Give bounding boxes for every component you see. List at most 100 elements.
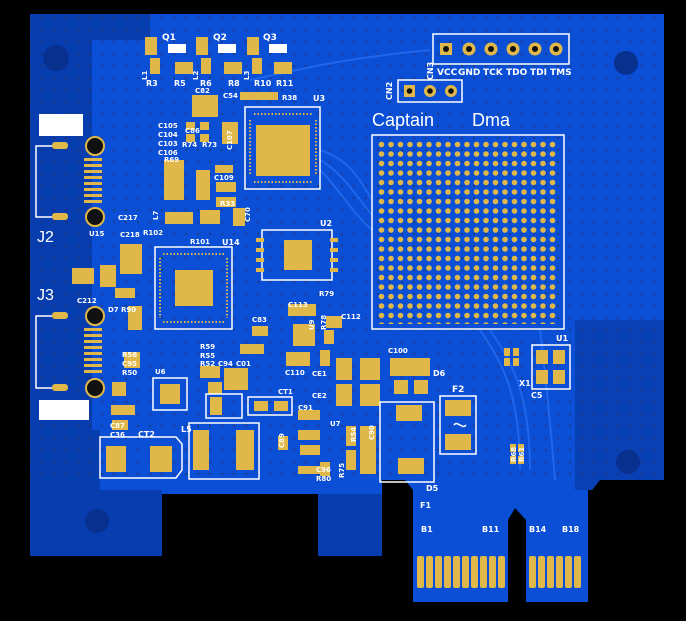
r59-label: R59 <box>200 343 215 351</box>
regulator-area <box>200 304 342 394</box>
mounting-hole-bottom-left <box>85 509 109 533</box>
c218-label: C218 <box>120 231 140 239</box>
cn2-outline <box>397 79 463 103</box>
j3-hole-bottom <box>85 378 105 398</box>
ct1-pad-a <box>210 397 222 415</box>
ground-pour-bottom-mid <box>318 494 382 556</box>
u3-label: U3 <box>313 94 325 103</box>
board-title-left: Captain <box>372 110 434 130</box>
j3-tab-top <box>52 312 68 319</box>
r79-label: R79 <box>319 290 334 298</box>
j3-label: J3 <box>37 287 54 304</box>
ct1-pad-b <box>254 401 268 411</box>
x1-pads <box>504 348 565 464</box>
ct1-pad-c <box>274 401 288 411</box>
c217-label: C217 <box>118 214 138 222</box>
x1-outline <box>531 344 571 390</box>
power-caps <box>278 358 430 476</box>
q2-label: Q2 <box>213 33 227 43</box>
ct2-pad-left <box>106 446 126 472</box>
cn3-pin-gnd: GND <box>458 68 480 78</box>
u3-pads <box>249 113 317 183</box>
cn2-label: CN2 <box>385 82 394 100</box>
cn3-pin-tdo: TDO <box>506 68 528 78</box>
r78-label: R78 <box>320 315 328 330</box>
d6-label: D6 <box>433 369 446 378</box>
c104-label: C104 <box>158 131 178 139</box>
r68-label: R68 <box>510 447 518 462</box>
u2-pad <box>284 240 312 270</box>
j2-hole-top <box>85 136 105 156</box>
cn3-pins <box>440 42 563 56</box>
ct2-pad-right <box>150 446 172 472</box>
d5-pad-bottom <box>398 458 424 474</box>
r6-label: R6 <box>200 79 212 88</box>
j2-outline <box>35 145 60 218</box>
c89-label: C89 <box>278 433 286 448</box>
c70-label: C70 <box>244 207 252 222</box>
c54-pad <box>240 92 278 100</box>
c86-label: C86 <box>185 127 200 135</box>
c107-label: C107 <box>226 130 234 150</box>
cn3-outline <box>432 33 570 65</box>
l5-pad-right <box>236 430 254 470</box>
cn3-pin-tck: TCK <box>483 68 504 78</box>
r54-label: R54 <box>350 427 358 442</box>
pcie-edge-fingers <box>417 556 581 588</box>
r80-label: R80 <box>316 475 331 483</box>
l2-label: L2 <box>192 71 200 80</box>
d5-label: D5 <box>426 484 439 493</box>
j3-outline <box>35 315 60 389</box>
u6-outline <box>152 377 188 411</box>
ct1-label: CT1 <box>278 388 293 396</box>
decoupling-caps <box>164 122 245 226</box>
c5-label: C5 <box>531 391 543 400</box>
r90-label: R90 <box>121 306 136 314</box>
edge-b18-label: B18 <box>562 525 580 534</box>
r3-label: R3 <box>146 79 158 88</box>
edge-b14-label: B14 <box>529 525 547 534</box>
u14-pads <box>159 253 228 323</box>
j2-tab-bottom <box>52 213 68 220</box>
l7-label: L7 <box>152 211 160 220</box>
j3-pins <box>84 328 102 373</box>
c113-label: C113 <box>288 301 308 309</box>
cn3-pin-tdi: TDI <box>530 68 547 78</box>
c87-label: C87 <box>110 422 125 430</box>
f2-pad-bottom <box>445 434 471 450</box>
cn3-label: CN3 <box>426 62 435 80</box>
mounting-hole-top-left <box>43 45 69 71</box>
c90-pad <box>360 426 376 474</box>
u6-label: U6 <box>155 368 166 376</box>
transistor-row <box>145 37 292 74</box>
board-title-right: Dma <box>472 110 511 130</box>
cn3-pin-vcc: VCC <box>437 68 458 78</box>
c95-label: C95 <box>122 360 137 368</box>
u2-leads <box>256 238 338 272</box>
r74-label: R74 <box>182 141 197 149</box>
f2-symbol <box>453 422 467 428</box>
r55-label: R55 <box>200 352 215 360</box>
j3-hole-top <box>85 306 105 326</box>
l1-label: L1 <box>141 71 149 80</box>
c94-label: C94 <box>218 360 233 368</box>
u1-label: U1 <box>556 334 568 343</box>
r56-label: R56 <box>122 351 137 359</box>
c91-label: C91 <box>298 404 313 412</box>
c01-label: C01 <box>236 360 251 368</box>
edge-b11-label: B11 <box>482 525 500 534</box>
c212-label: C212 <box>77 297 97 305</box>
u2-outline <box>261 229 333 281</box>
r101-label: R101 <box>190 238 210 246</box>
l3-label: L3 <box>243 71 251 80</box>
c90-label: C90 <box>368 425 376 440</box>
c83-label: C83 <box>252 316 267 324</box>
ct2-label: CT2 <box>138 430 155 439</box>
u6-pad <box>160 384 180 404</box>
c82-pad <box>192 95 218 117</box>
r38-label: R38 <box>282 94 297 102</box>
usb-support-parts <box>72 244 142 430</box>
label-box-top <box>39 114 83 136</box>
edge-b1-label: B1 <box>421 525 433 534</box>
